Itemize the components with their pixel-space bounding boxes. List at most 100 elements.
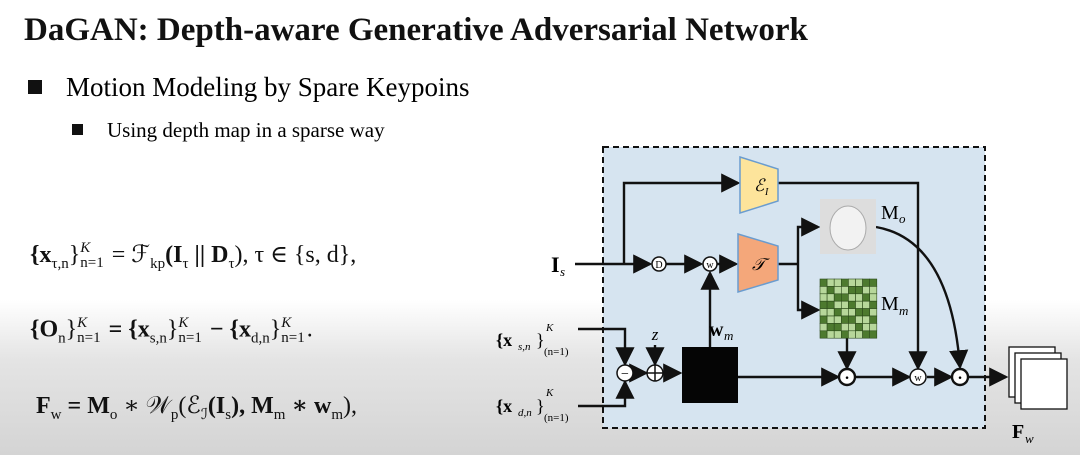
grid-cell [862, 278, 870, 287]
depth-op-label: D [655, 260, 662, 271]
grid-cell [869, 315, 878, 324]
grid-cell [840, 330, 849, 339]
grid-cell [855, 308, 863, 317]
grid-cell [819, 323, 828, 332]
grid-cell [869, 308, 878, 317]
image-encoder [739, 155, 779, 215]
bullet-2: Using depth map in a sparse way [72, 118, 385, 143]
keypoint-heatmap-image [682, 347, 738, 403]
grid-cell [819, 293, 828, 302]
warp-op-circle-2 [909, 368, 927, 386]
grid-cell [862, 286, 870, 295]
xs-n1: (n=1) [544, 346, 569, 358]
warp-op-label-2: w [914, 373, 922, 384]
grid-cell [833, 330, 842, 339]
xs-brace: } [536, 330, 545, 350]
grid-cell [840, 315, 849, 324]
grid-cell [833, 323, 842, 332]
wm-sub: m [724, 328, 733, 343]
grid-cell [855, 323, 863, 332]
grid-cell [855, 278, 863, 287]
dot-op-label-2: · [957, 370, 962, 387]
bullet-square-icon [28, 80, 42, 94]
noise-z-label: z [651, 325, 659, 344]
grid-cell [826, 308, 835, 317]
grid-cell [848, 308, 856, 317]
grid-cell [819, 330, 828, 339]
grid-cell [862, 300, 870, 309]
depth-op-circle [651, 256, 667, 272]
bullet-1-text: Motion Modeling by Spare Keypoins [66, 72, 470, 102]
grid-cell [848, 293, 856, 302]
grid-cell [826, 278, 835, 287]
grid-cell [826, 286, 835, 295]
grid-cell [869, 293, 878, 302]
grid-cell [869, 330, 878, 339]
multiply-op-circle-2 [950, 367, 970, 387]
xd-sub: d,n [518, 407, 532, 419]
grid-cell [833, 308, 842, 317]
grid-cell [840, 300, 849, 309]
grid-cell [840, 286, 849, 295]
minus-op-circle [616, 364, 634, 382]
grid-cell [819, 308, 828, 317]
xd-k: K [545, 387, 554, 399]
grid-cell [848, 330, 856, 339]
slide-title: DaGAN: Depth-aware Generative Adversaria… [24, 12, 808, 48]
xd-label: {x [496, 396, 512, 416]
module-box [602, 146, 986, 429]
grid-cell [826, 300, 835, 309]
grid-cell [819, 278, 828, 287]
grid-cell [855, 330, 863, 339]
grid-cell [862, 308, 870, 317]
grid-cell [833, 293, 842, 302]
xd-brace: } [536, 396, 545, 416]
bullet-square-icon [72, 124, 83, 135]
grid-cell [855, 315, 863, 324]
warp-op-label: w [706, 260, 714, 271]
equation-warp: Fw = Mo ∗ 𝒲p(ℰℐ(Is), Mm ∗ wm), [36, 393, 357, 423]
mm-sub: m [899, 303, 908, 318]
grid-cell [869, 300, 878, 309]
grid-cell [833, 286, 842, 295]
grid-cell [869, 286, 878, 295]
mo-sub: o [899, 211, 906, 226]
grid-cell [819, 300, 828, 309]
grid-cell [826, 330, 835, 339]
grid-cell [840, 308, 849, 317]
grid-cell [840, 278, 849, 287]
grid-cell [819, 286, 828, 295]
dot-op-label: · [844, 370, 849, 387]
output-label: F [1012, 421, 1024, 443]
motion-mask-grid [819, 278, 878, 339]
output-feature-stack [1008, 346, 1068, 410]
xs-label: {x [496, 330, 512, 350]
grid-cell [855, 300, 863, 309]
multiply-op-circle [837, 367, 857, 387]
grid-cell [862, 330, 870, 339]
grid-cell [848, 286, 856, 295]
grid-cell [833, 278, 842, 287]
xs-sub: s,n [518, 341, 531, 353]
grid-cell [855, 286, 863, 295]
grid-cell [862, 315, 870, 324]
grid-cell [840, 293, 849, 302]
grid-cell [848, 323, 856, 332]
grid-cell [848, 278, 856, 287]
grid-cell [826, 293, 835, 302]
output-sub: w [1025, 431, 1034, 446]
input-label: I [551, 252, 560, 277]
bullet-1: Motion Modeling by Spare Keypoins [28, 72, 469, 103]
xd-n1: (n=1) [544, 412, 569, 424]
mm-label: M [881, 293, 899, 315]
mo-label: M [881, 202, 899, 224]
grid-cell [862, 323, 870, 332]
grid-cell [826, 323, 835, 332]
grid-cell [869, 278, 878, 287]
warp-op-circle [702, 256, 718, 272]
grid-cell [848, 300, 856, 309]
grid-cell [855, 293, 863, 302]
encoder-label: ℰ [754, 176, 766, 195]
